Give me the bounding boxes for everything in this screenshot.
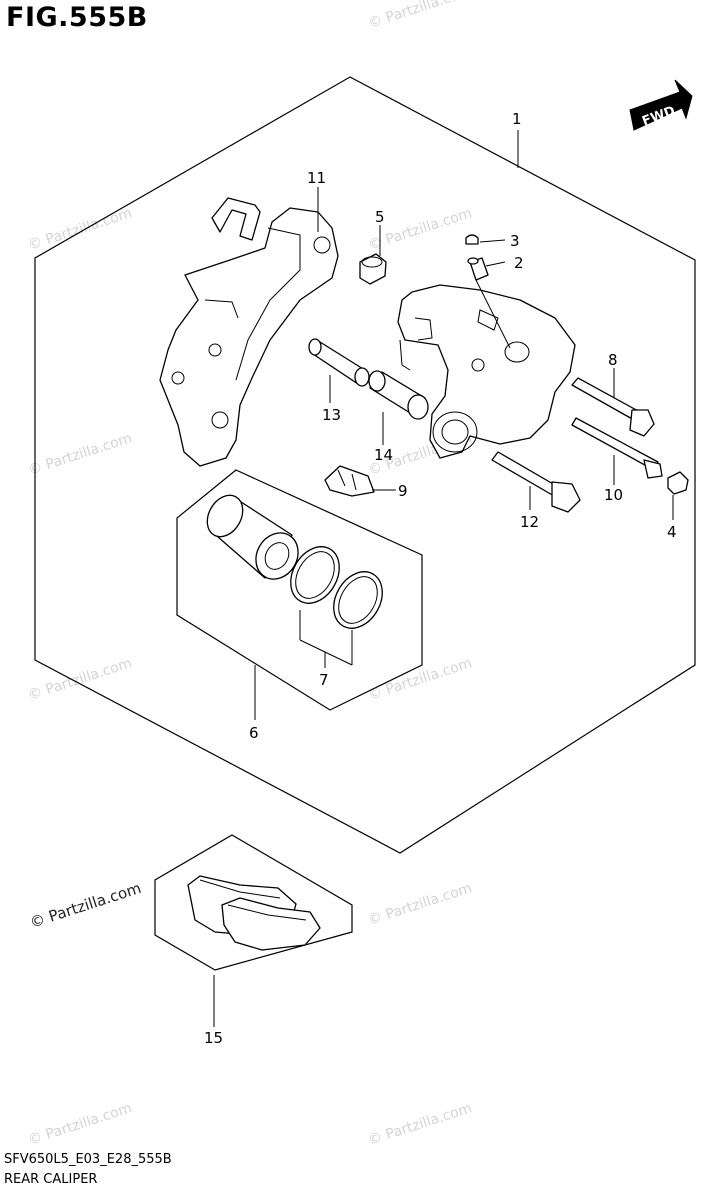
watermark: © Partzilla.com	[26, 205, 134, 254]
watermark: © Partzilla.com	[366, 0, 474, 32]
part-label-15: 15	[204, 1029, 223, 1047]
figure-title: FIG.555B	[6, 2, 148, 33]
part-label-1: 1	[512, 110, 522, 128]
bleeder-valve	[467, 257, 489, 281]
watermark: © Partzilla.com	[366, 655, 474, 704]
brake-pads	[187, 875, 321, 951]
part-label-4: 4	[667, 523, 677, 541]
caliper-body	[397, 284, 576, 459]
piston-seals	[290, 546, 383, 629]
boot	[359, 253, 387, 285]
part-label-3: 3	[510, 232, 520, 250]
assembly-frame	[34, 76, 696, 854]
watermark: © Partzilla.com	[366, 1100, 474, 1149]
piston-kit-frame	[176, 469, 423, 711]
pad-spring-9	[324, 465, 375, 497]
pad-spring	[211, 197, 261, 241]
watermark: © Partzilla.com	[26, 1100, 134, 1149]
part-label-14: 14	[374, 446, 393, 464]
watermark: © Partzilla.com	[26, 430, 134, 479]
bleeder-cap	[465, 234, 479, 245]
watermark: © Partzilla.com	[26, 655, 134, 704]
part-label-8: 8	[608, 351, 618, 369]
part-label-7: 7	[319, 671, 329, 689]
part-label-12: 12	[520, 513, 539, 531]
piston	[206, 494, 299, 580]
slide-pin	[308, 338, 370, 387]
part-label-2: 2	[514, 254, 524, 272]
pin-10	[571, 417, 663, 479]
pad-set-frame	[154, 834, 353, 971]
part-label-5: 5	[375, 208, 385, 226]
leader-lines	[213, 130, 674, 1027]
part-label-13: 13	[322, 406, 341, 424]
model-code: SFV650L5_E03_E28_555B	[4, 1152, 172, 1167]
part-label-11: 11	[307, 169, 326, 187]
watermark: © Partzilla.com	[366, 880, 474, 929]
caliper-bracket	[159, 207, 339, 467]
diagram-caption: REAR CALIPER	[4, 1172, 98, 1187]
part-label-6: 6	[249, 724, 259, 742]
part-labels: 1 2 3 4 5 6 7 8 9 10 11 12 13 14 15	[204, 110, 677, 1047]
sleeve	[368, 370, 429, 420]
footer: SFV650L5_E03_E28_555B REAR CALIPER	[4, 1150, 172, 1190]
part-label-10: 10	[604, 486, 623, 504]
fwd-arrow-icon: FWD	[629, 79, 693, 131]
part-label-9: 9	[398, 482, 408, 500]
boot-small	[667, 471, 689, 495]
watermark-layer: © Partzilla.com © Partzilla.com © Partzi…	[26, 0, 474, 1149]
watermark-prominent: © Partzilla.com	[28, 879, 144, 932]
bolt-8	[571, 377, 655, 437]
bolt-12	[491, 451, 581, 513]
